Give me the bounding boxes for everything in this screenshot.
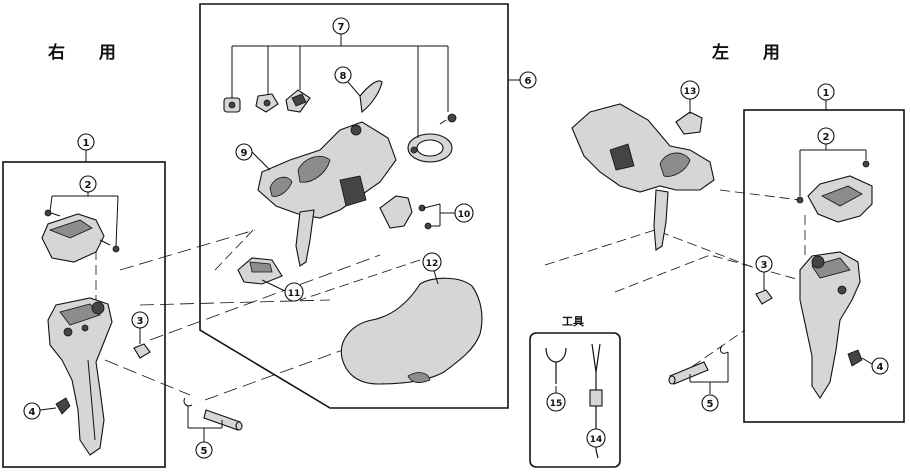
main-body-frame [199,3,509,409]
callout-9: 9 [235,143,253,161]
svg-text:3: 3 [761,260,768,271]
svg-text:5: 5 [707,399,714,410]
right-cover-bracket [41,209,120,263]
svg-text:6: 6 [525,76,532,87]
main-hood-cover-12 [340,277,483,385]
left-knob-4 [847,349,863,367]
callout-right-2: 2 [79,175,97,193]
left-cover-bracket [796,160,873,223]
main-cable-guide-8 [359,80,383,114]
svg-text:1: 1 [823,88,830,99]
title-right-use: 右 用 [48,43,130,63]
callout-left-2: 2 [817,127,835,145]
callout-right-5: 5 [195,441,213,459]
svg-text:15: 15 [550,399,563,409]
svg-text:4: 4 [877,362,884,373]
callout-10: 10 [454,203,474,223]
right-unit-frame [2,161,166,468]
callout-left-4: 4 [871,357,889,375]
svg-text:2: 2 [85,180,92,191]
svg-text:5: 5 [201,446,208,457]
tool-fork-15 [545,347,567,384]
callout-15: 15 [546,392,566,412]
callout-7: 7 [332,17,350,35]
right-small-part-3 [133,343,151,359]
callout-6: 6 [519,71,537,89]
callout-12: 12 [422,252,442,272]
callout-left-1: 1 [817,83,835,101]
title-left-use: 左 用 [712,43,794,63]
alignment-lines [95,189,806,401]
svg-text:8: 8 [340,71,347,82]
tools-frame [529,332,621,468]
main-wedge-11 [237,257,283,285]
svg-text:11: 11 [288,289,301,299]
svg-text:9: 9 [241,148,248,159]
svg-text:1: 1 [83,138,90,149]
main-brake-lever [295,209,315,267]
callout-8: 8 [334,66,352,84]
svg-text:4: 4 [29,407,36,418]
svg-text:7: 7 [338,22,345,33]
svg-text:14: 14 [590,435,603,445]
right-knob-4 [55,397,71,415]
callout-right-1: 1 [77,133,95,151]
callout-right-3: 3 [131,311,149,329]
callout-13: 13 [680,80,700,100]
callout-14: 14 [586,428,606,448]
right-pin-set-5 [183,397,243,431]
right-lever-assembly [47,297,113,456]
left-small-part-3 [755,289,773,305]
svg-text:12: 12 [426,259,439,269]
svg-text:2: 2 [823,132,830,143]
svg-text:10: 10 [458,210,471,220]
main-cover-part-10 [379,195,432,230]
main-bracket-body-9 [257,121,397,219]
callout-left-3: 3 [755,255,773,273]
svg-text:13: 13 [684,87,697,97]
title-tools: 工具 [562,315,584,328]
left-lever-assembly [799,251,861,400]
callout-11: 11 [284,282,304,302]
svg-text:3: 3 [137,316,144,327]
left-bracket-body [571,103,715,251]
callout-left-5: 5 [701,394,719,412]
left-pin-set-5 [668,345,729,385]
left-small-part-13 [675,111,703,135]
main-band-clamp [407,133,453,163]
callout-right-4: 4 [23,402,41,420]
left-unit-frame [743,109,905,423]
main-small-screws [223,89,457,125]
